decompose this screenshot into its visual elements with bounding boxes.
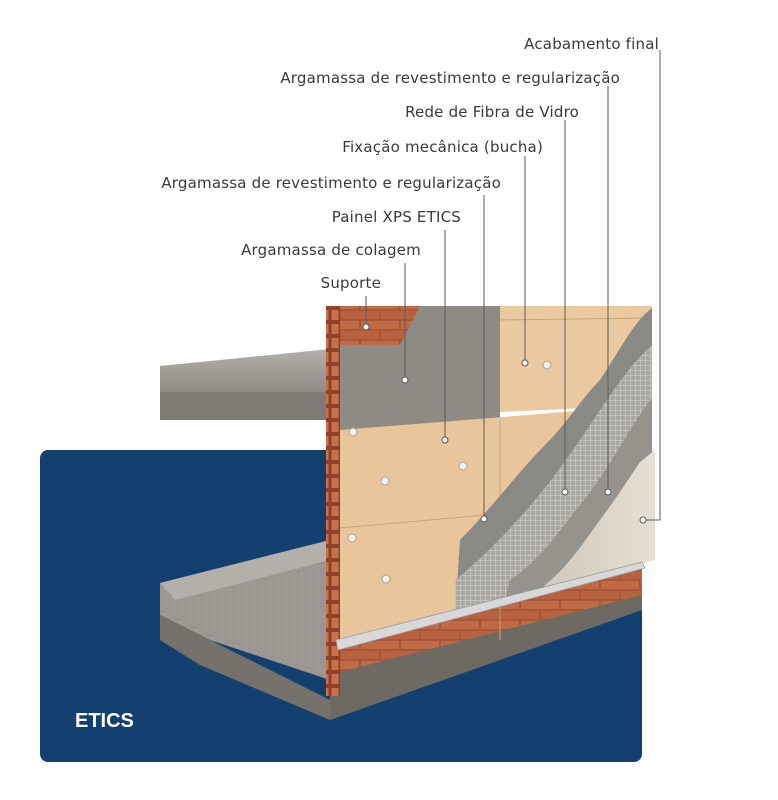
label-painel-xps: Painel XPS ETICS	[332, 208, 461, 226]
starter-profile	[335, 561, 646, 651]
brick-wall-edge	[326, 306, 340, 696]
dowel-fixings	[347, 360, 552, 584]
label-rede-fibra-vidro: Rede de Fibra de Vidro	[405, 103, 579, 121]
leader-lines	[362, 50, 661, 524]
label-argamassa-revestimento-1: Argamassa de revestimento e regularizaçã…	[161, 174, 501, 192]
label-fixacao-mecanica: Fixação mecânica (bucha)	[342, 138, 543, 156]
label-suporte: Suporte	[321, 274, 381, 292]
lower-slab	[160, 540, 642, 720]
brick-base	[340, 565, 642, 672]
etics-badge: ETICS	[75, 710, 134, 732]
label-acabamento-final: Acabamento final	[524, 35, 659, 53]
label-argamassa-colagem: Argamassa de colagem	[241, 241, 421, 259]
label-argamassa-revestimento-2: Argamassa de revestimento e regularizaçã…	[280, 69, 620, 87]
upper-slab	[160, 348, 340, 420]
final-finish-layer	[540, 450, 655, 592]
